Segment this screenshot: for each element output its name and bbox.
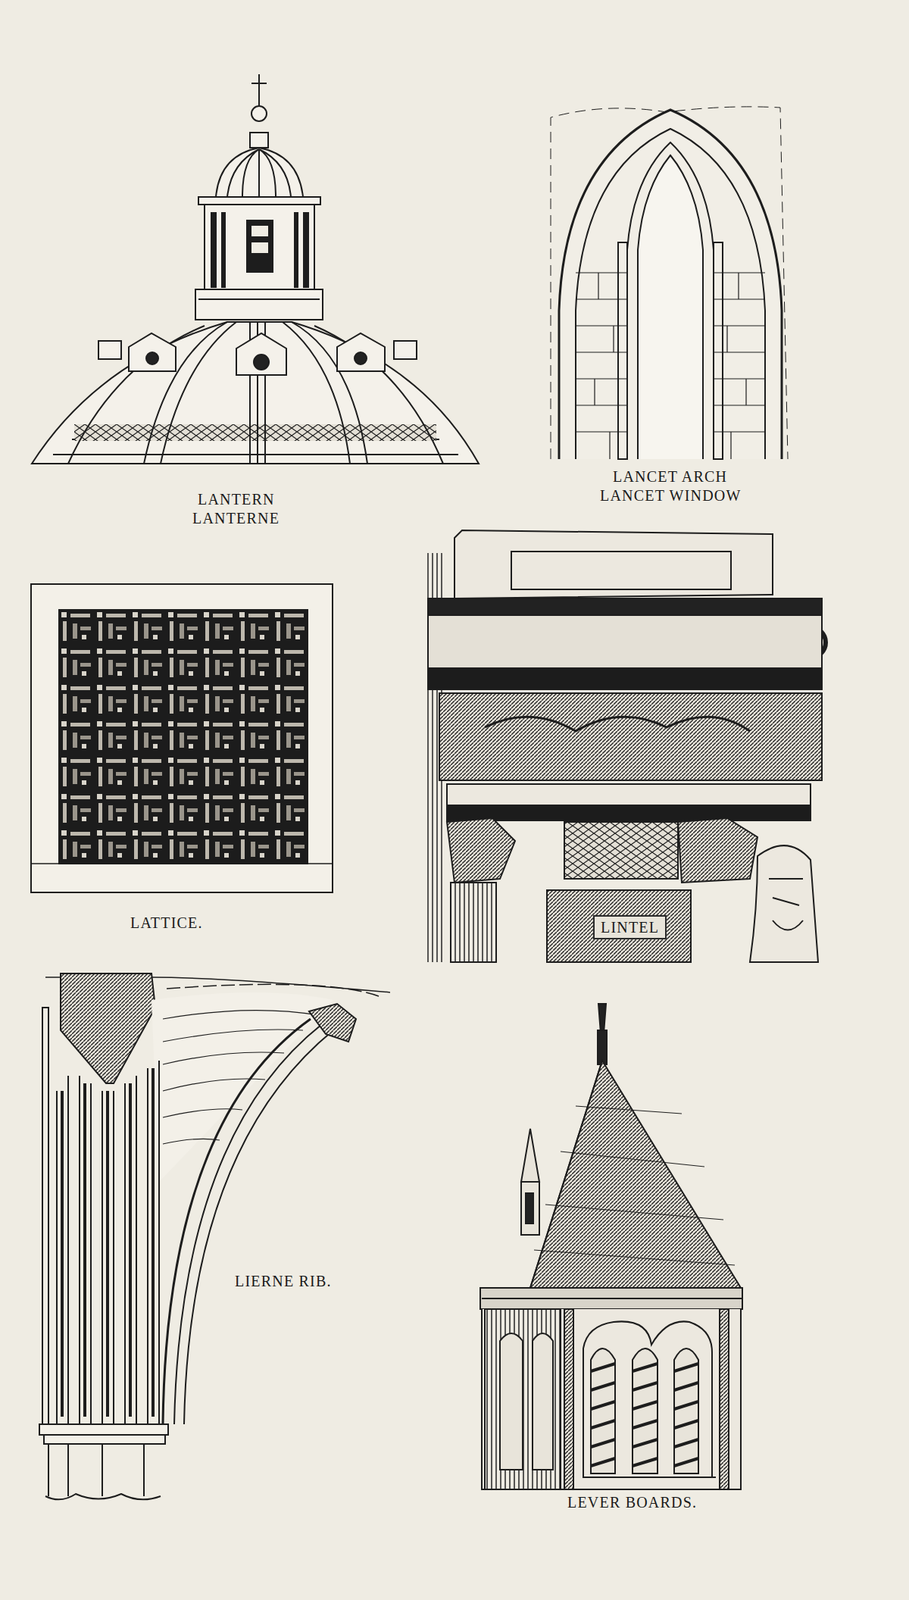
lintel-illustration bbox=[424, 530, 826, 963]
caption: LATTICE. bbox=[130, 914, 204, 931]
caption: LANCET WINDOW bbox=[599, 487, 742, 504]
caption: LANTERN bbox=[197, 490, 275, 508]
inline-label: LINTEL bbox=[593, 915, 667, 940]
caption: LEVER BOARDS. bbox=[567, 1493, 697, 1511]
lantern-illustration bbox=[31, 74, 479, 464]
caption: LANTERNE bbox=[192, 509, 280, 527]
lancet-illustration bbox=[550, 106, 788, 460]
lierne-rib-illustration bbox=[39, 973, 391, 1500]
caption: LANCET ARCH bbox=[612, 468, 728, 485]
lattice-illustration bbox=[31, 584, 333, 893]
lever-boards-illustration bbox=[480, 1003, 743, 1490]
caption: LIERNE RIB. bbox=[234, 1272, 332, 1290]
